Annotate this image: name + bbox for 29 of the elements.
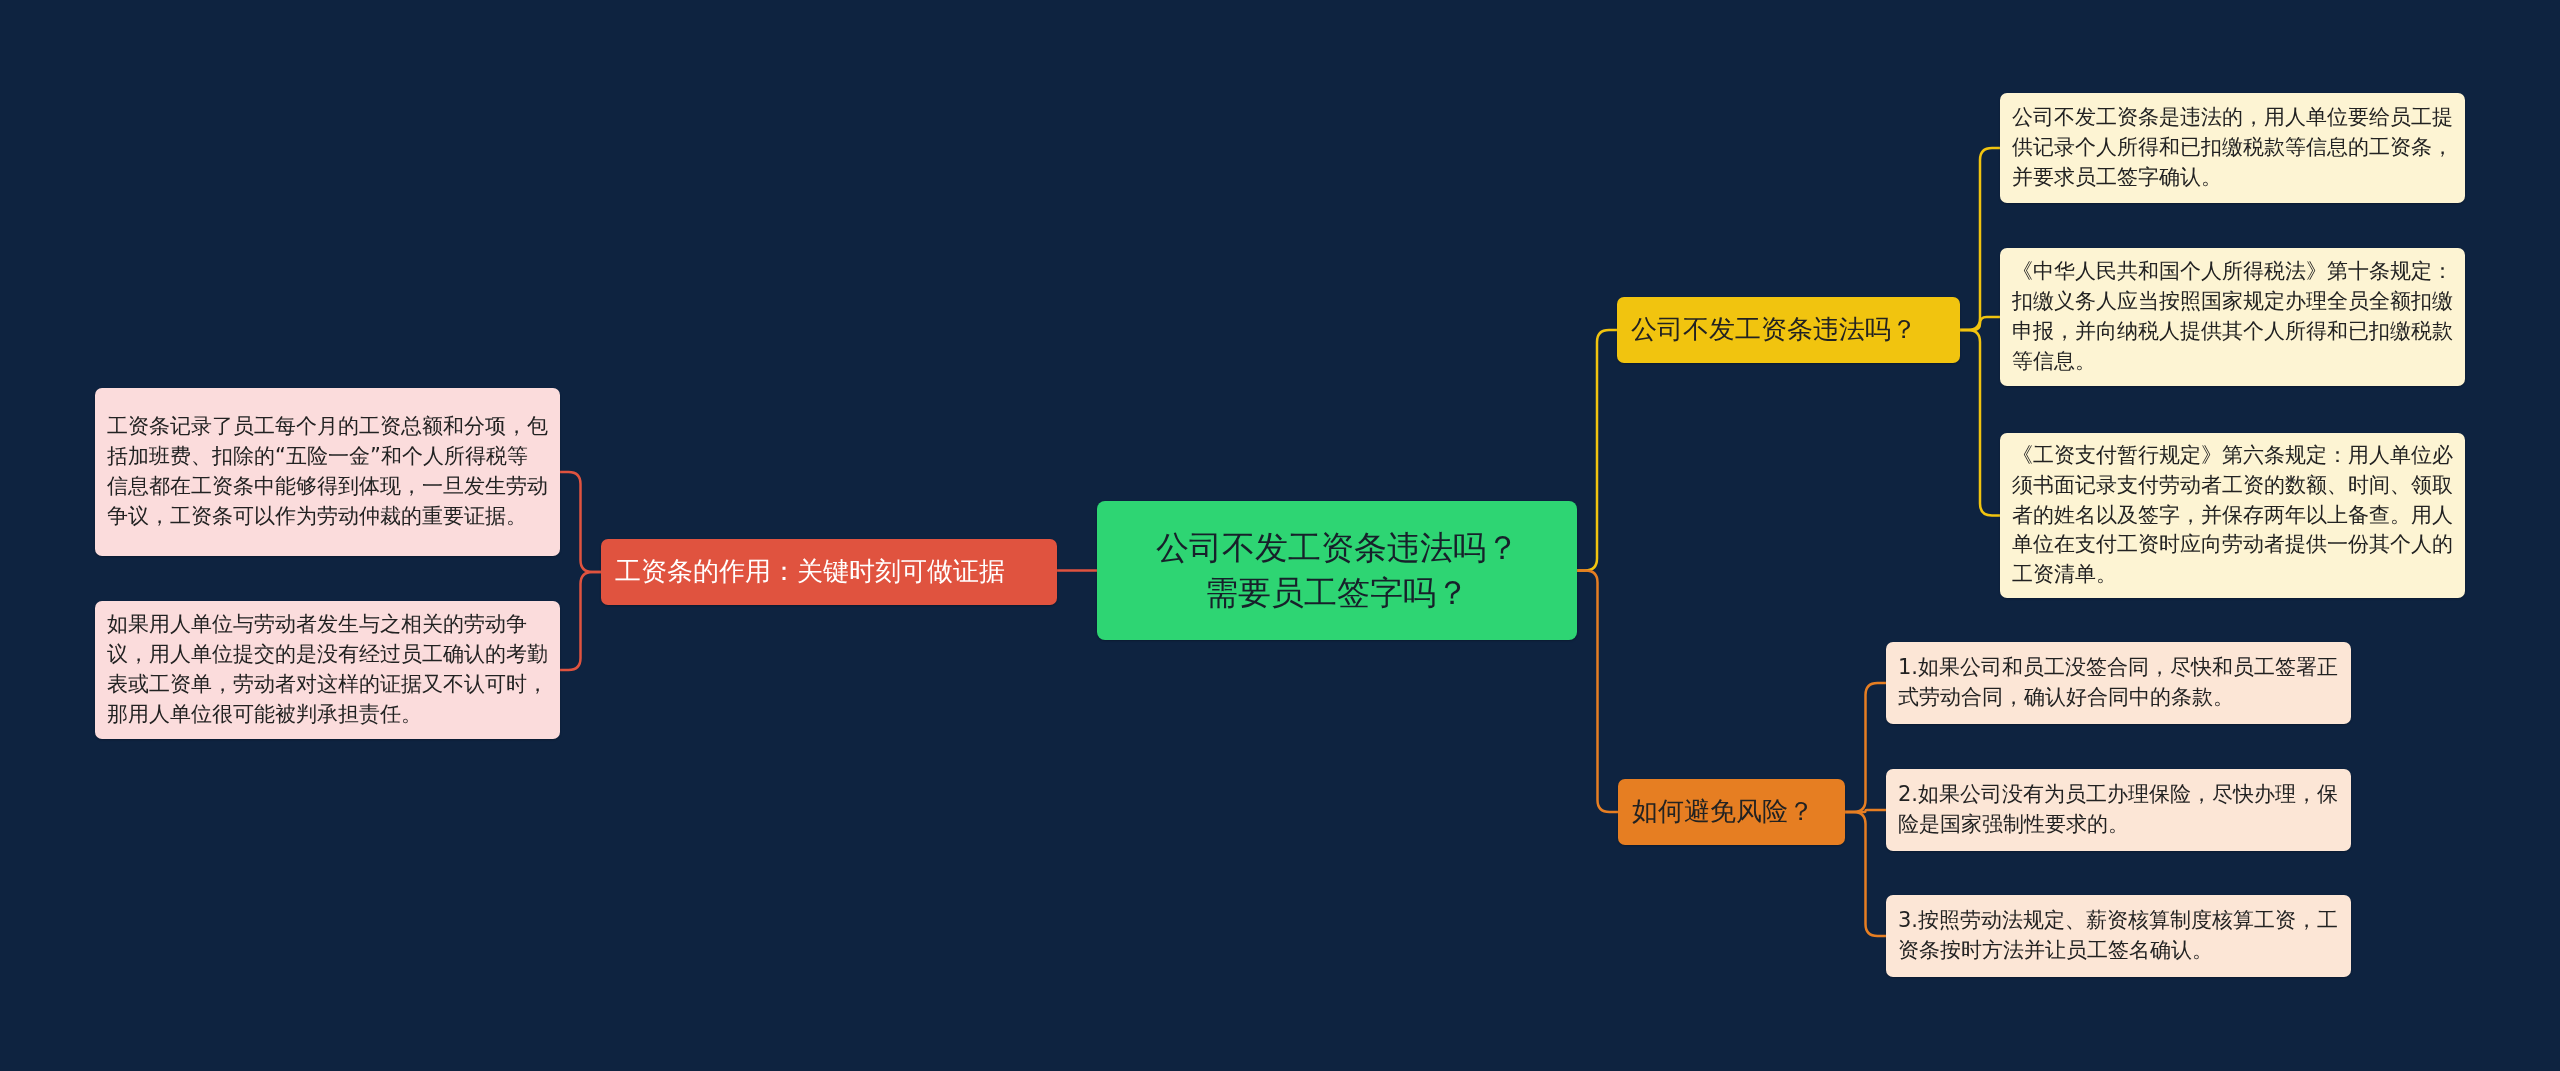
connector-line (1057, 569, 1097, 572)
topic-text: 《工资支付暂行规定》第六条规定：用人单位必须书面记录支付劳动者工资的数额、时间、领取者的姓名以及签字，并保存两年以上备查。用人单位在支付工资时应向劳动者提供一份其个人的工资清单。 (2012, 442, 2453, 589)
connector-line (1960, 328, 2000, 517)
topic-text: 1.如果公司和员工没签合同，尽快和员工签署正式劳动合同，确认好合同中的条款。 (1898, 654, 2339, 711)
branch-topic-box (1617, 297, 1960, 363)
root-topic-box (1097, 501, 1577, 640)
branch-topic-box (1618, 779, 1845, 845)
topic-text: 如果用人单位与劳动者发生与之相关的劳动争议，用人单位提交的是没有经过员工确认的考勤表或工资单，劳动者对这样的证据又不认可时，那用人单位很可能被判承担责任。 (107, 611, 548, 728)
note-box (95, 388, 560, 556)
topic-text: 公司不发工资条违法吗？ (1631, 313, 1917, 347)
topic-text: 3.按照劳动法规定、薪资核算制度核算工资，工资条按时方法并让员工签名确认。 (1898, 907, 2339, 964)
topic-text: 公司不发工资条是违法的，用人单位要给员工提供记录个人所得和已扣缴税款等信息的工资条，并要求员工签字确认。 (2012, 104, 2453, 191)
topic-text: 2.如果公司没有为员工办理保险，尽快办理，保险是国家强制性要求的。 (1898, 781, 2339, 838)
note-box (2000, 93, 2465, 203)
note-box (95, 601, 560, 739)
note-box (1886, 642, 2351, 724)
note-box (1886, 769, 2351, 851)
connector-line (560, 570, 601, 672)
branch-topic-box (601, 539, 1057, 605)
topic-text: 《中华人民共和国个人所得税法》第十条规定：扣缴义务人应当按照国家规定办理全员全额扣缴申报，并向纳税人提供其个人所得和已扣缴税款等信息。 (2012, 258, 2453, 375)
note-box (1886, 895, 2351, 977)
connector-line (1845, 810, 1886, 938)
topic-text: 工资条记录了员工每个月的工资总额和分项，包括加班费、扣除的“五险一金”和个人所得税等信息都在工资条中能够得到体现，一旦发生劳动争议，工资条可以作为劳动仲裁的重要证据。 (107, 413, 548, 530)
note-box (2000, 433, 2465, 599)
topic-text: 工资条的作用：关键时刻可做证据 (615, 555, 1005, 589)
note-box (2000, 248, 2465, 386)
topic-text: 如何避免风险？ (1632, 795, 1814, 829)
topic-text: 公司不发工资条违法吗？需要员工签字吗？ (1154, 526, 1520, 614)
connector-line (1577, 569, 1618, 814)
